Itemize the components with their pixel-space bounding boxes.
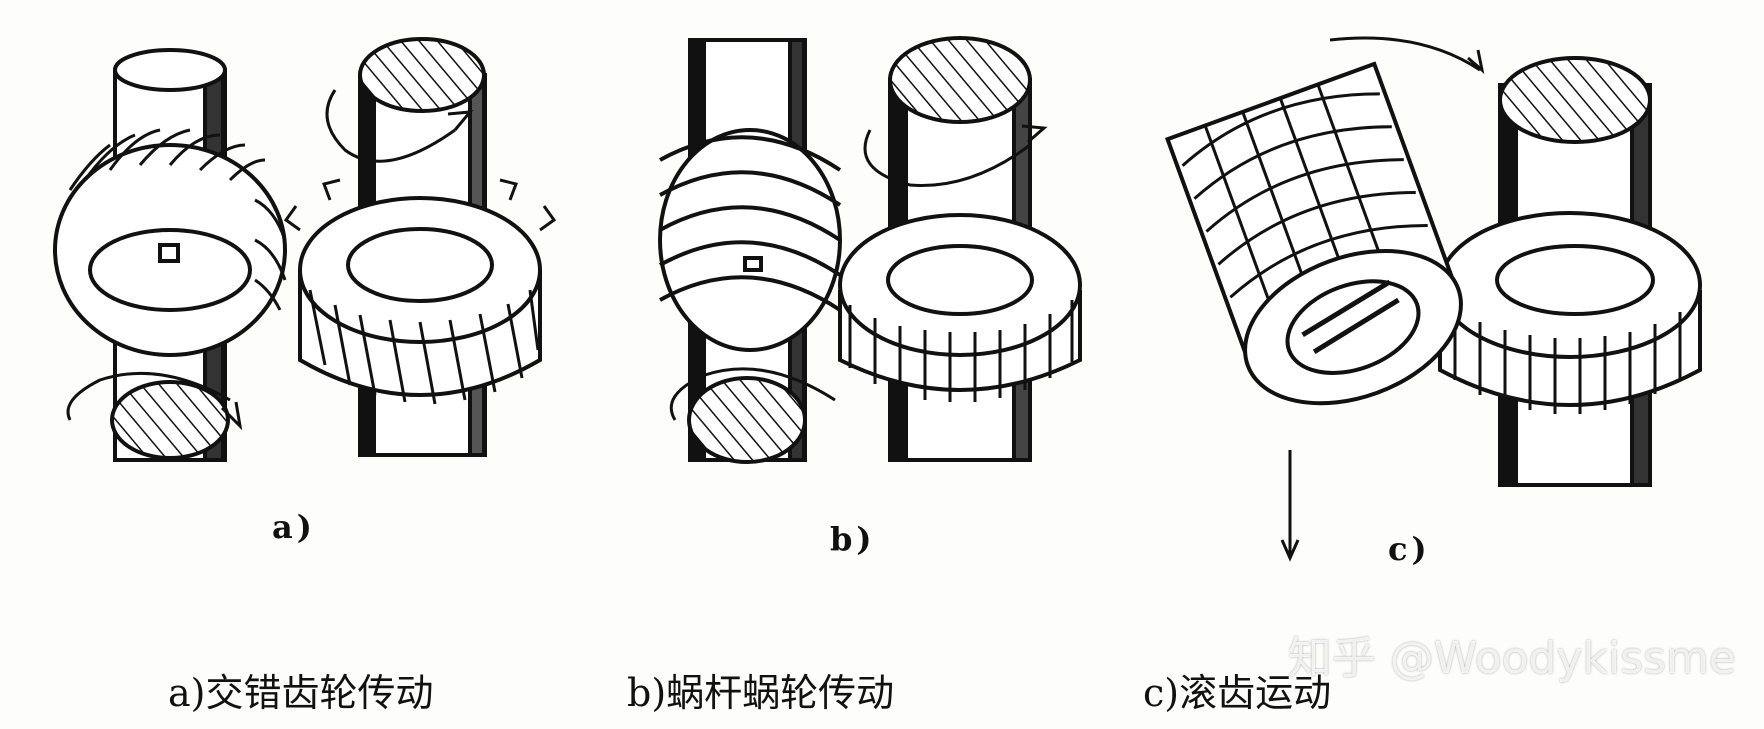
panel-c-illustration xyxy=(1164,36,1702,562)
panel-b-rotation-arrows xyxy=(669,124,1048,421)
watermark: 知乎 @Woodykissme xyxy=(1287,633,1736,684)
panel-c-hob xyxy=(1164,61,1463,406)
panel-a-illustration xyxy=(53,37,557,462)
panel-b-sublabel: b) xyxy=(830,520,876,558)
panel-a-caption: a)交错齿轮传动 xyxy=(168,671,434,715)
panel-a-rotation-arrows xyxy=(66,89,474,431)
panel-a-sublabel: a) xyxy=(272,508,316,546)
panel-c-workpiece-gear xyxy=(1438,211,1702,414)
panel-b-illustration xyxy=(658,36,1082,464)
panel-b-worm-threads xyxy=(658,128,842,352)
panel-c-sublabel: c) xyxy=(1388,530,1431,568)
panel-c-caption: c)滚齿运动 xyxy=(1143,671,1332,715)
panel-b-worm-gear xyxy=(838,213,1082,402)
panel-b-caption: b)蜗杆蜗轮传动 xyxy=(627,671,895,715)
panel-c-motion-arrows xyxy=(1280,36,1485,562)
panel-a-helical-gear xyxy=(53,128,287,357)
panel-a-vertical-gear xyxy=(283,178,557,405)
